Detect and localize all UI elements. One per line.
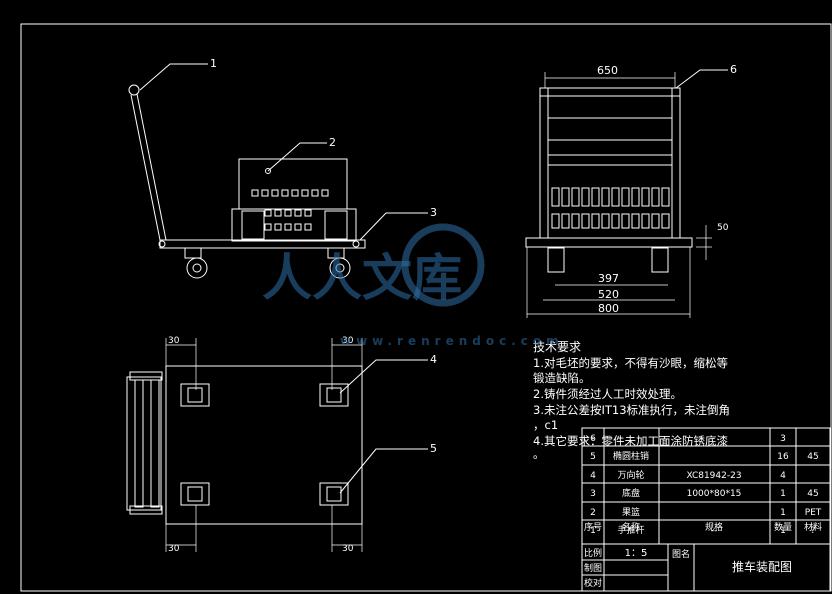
handle-knob (128, 84, 140, 96)
bom-table (581, 427, 831, 545)
bom-cell: 万向轮 (617, 469, 644, 481)
bom-cell: 1 (780, 508, 786, 518)
drawing-name: 推车装配图 (732, 559, 792, 574)
dim-800: 800 (598, 302, 619, 315)
callout-4: 4 (430, 353, 437, 366)
dim-30-bl: 30 (168, 544, 180, 554)
bom-row: 3 底盘 1000*80*15 1 45 (590, 487, 819, 499)
bom-cell: 椭圆柱销 (613, 450, 649, 462)
checked-by-label: 校对 (584, 577, 602, 589)
bom-cell: XC81942-23 (686, 471, 741, 481)
bom-cell: 3 (780, 434, 786, 444)
front-view (128, 63, 428, 279)
dim-650: 650 (597, 64, 618, 77)
technical-requirements: 技术要求 1.对毛坯的要求，不得有沙眼，缩松等 锻造缺陷。 2.铸件须经过人工时… (533, 340, 730, 461)
bom-cell: 3 (590, 489, 596, 499)
scale-value: 1：5 (625, 548, 648, 559)
caster-wheel-left (186, 257, 208, 279)
dim-30-tl: 30 (168, 336, 180, 346)
side-basket-grid (551, 187, 670, 229)
bom-cell: 2 (590, 508, 596, 518)
bom-row: 1 手推杆 -- 1 ? (590, 524, 815, 536)
callout-2: 2 (329, 136, 336, 149)
bom-cell: PET (805, 508, 822, 518)
tech-line-7: 。 (533, 447, 545, 461)
bom-cell: 45 (807, 452, 818, 462)
dim-50: 50 (717, 223, 729, 233)
tech-line-5: ，c1 (533, 418, 558, 432)
bom-header-cell: 数量 (774, 521, 792, 533)
tech-line-2: 锻造缺陷。 (533, 371, 591, 385)
dim-397: 397 (598, 272, 619, 285)
watermark: 人人文库 www.renrendoc.com (262, 223, 564, 348)
bom-row: 6 3 (590, 434, 786, 444)
bom-cell: 1 (780, 526, 786, 536)
dim-30-br: 30 (342, 544, 354, 554)
bom-cell: 手推杆 (617, 524, 644, 536)
tech-line-3: 2.铸件须经过人工时效处理。 (533, 387, 682, 401)
bom-header: 序号 名称 规格 数量 材料 (584, 521, 822, 533)
bom-header-cell: 名称 (622, 521, 640, 533)
drawing-frame (20, 23, 832, 592)
dim-30-tr: 30 (342, 336, 354, 346)
top-view (126, 338, 428, 552)
bom-row: 2 果篮 1 PET (590, 506, 822, 518)
bom-cell: 16 (777, 452, 789, 462)
bom-cell: ? (811, 526, 816, 536)
side-view (525, 69, 728, 318)
basket (238, 158, 348, 210)
drawing-name-label: 图名 (672, 548, 690, 560)
bom-cell: 1000*80*15 (687, 489, 742, 499)
callout-1: 1 (210, 57, 217, 70)
tech-line-1: 1.对毛坯的要求，不得有沙眼，缩松等 (533, 356, 728, 370)
bom-cell: 底盘 (622, 487, 640, 499)
bom-cell: 4 (780, 471, 786, 481)
tech-title: 技术要求 (533, 340, 581, 354)
bom-cell: -- (711, 526, 718, 536)
bom-row: 4 万向轮 XC81942-23 4 (590, 469, 786, 481)
bom-cell: 1 (780, 489, 786, 499)
bom-cell: 45 (807, 489, 818, 499)
bom-header-cell: 规格 (705, 521, 723, 533)
base-plate (159, 239, 366, 249)
watermark-brand: 人人文库 (262, 249, 462, 307)
bom-header-cell: 材料 (804, 521, 822, 533)
drawn-by-label: 制图 (584, 562, 602, 574)
callout-3: 3 (430, 206, 437, 219)
callout-5: 5 (430, 442, 437, 455)
basket-slots (251, 189, 329, 231)
scale-label: 比例 (584, 547, 602, 559)
bom-cell: 果篮 (622, 506, 640, 518)
bom-cell: 4 (590, 471, 596, 481)
dim-520: 520 (598, 288, 619, 301)
watermark-url: www.renrendoc.com (340, 334, 564, 348)
watermark-logo-ring (401, 223, 485, 307)
top-view-plate (165, 365, 363, 525)
bom-cell: 6 (590, 434, 596, 444)
caster-wheel-right (329, 257, 351, 279)
title-block: 比例 1：5 制图 校对 图名 推车装配图 (581, 543, 831, 592)
bom-row: 5 椭圆柱销 16 45 (590, 450, 819, 462)
tech-line-4: 3.未注公差按IT13标准执行，未注倒角 (533, 403, 730, 417)
bom-cell: 5 (590, 452, 596, 462)
bom-header-cell: 序号 (584, 521, 602, 533)
bom-cell: 1 (590, 526, 596, 536)
callout-6: 6 (730, 63, 737, 76)
